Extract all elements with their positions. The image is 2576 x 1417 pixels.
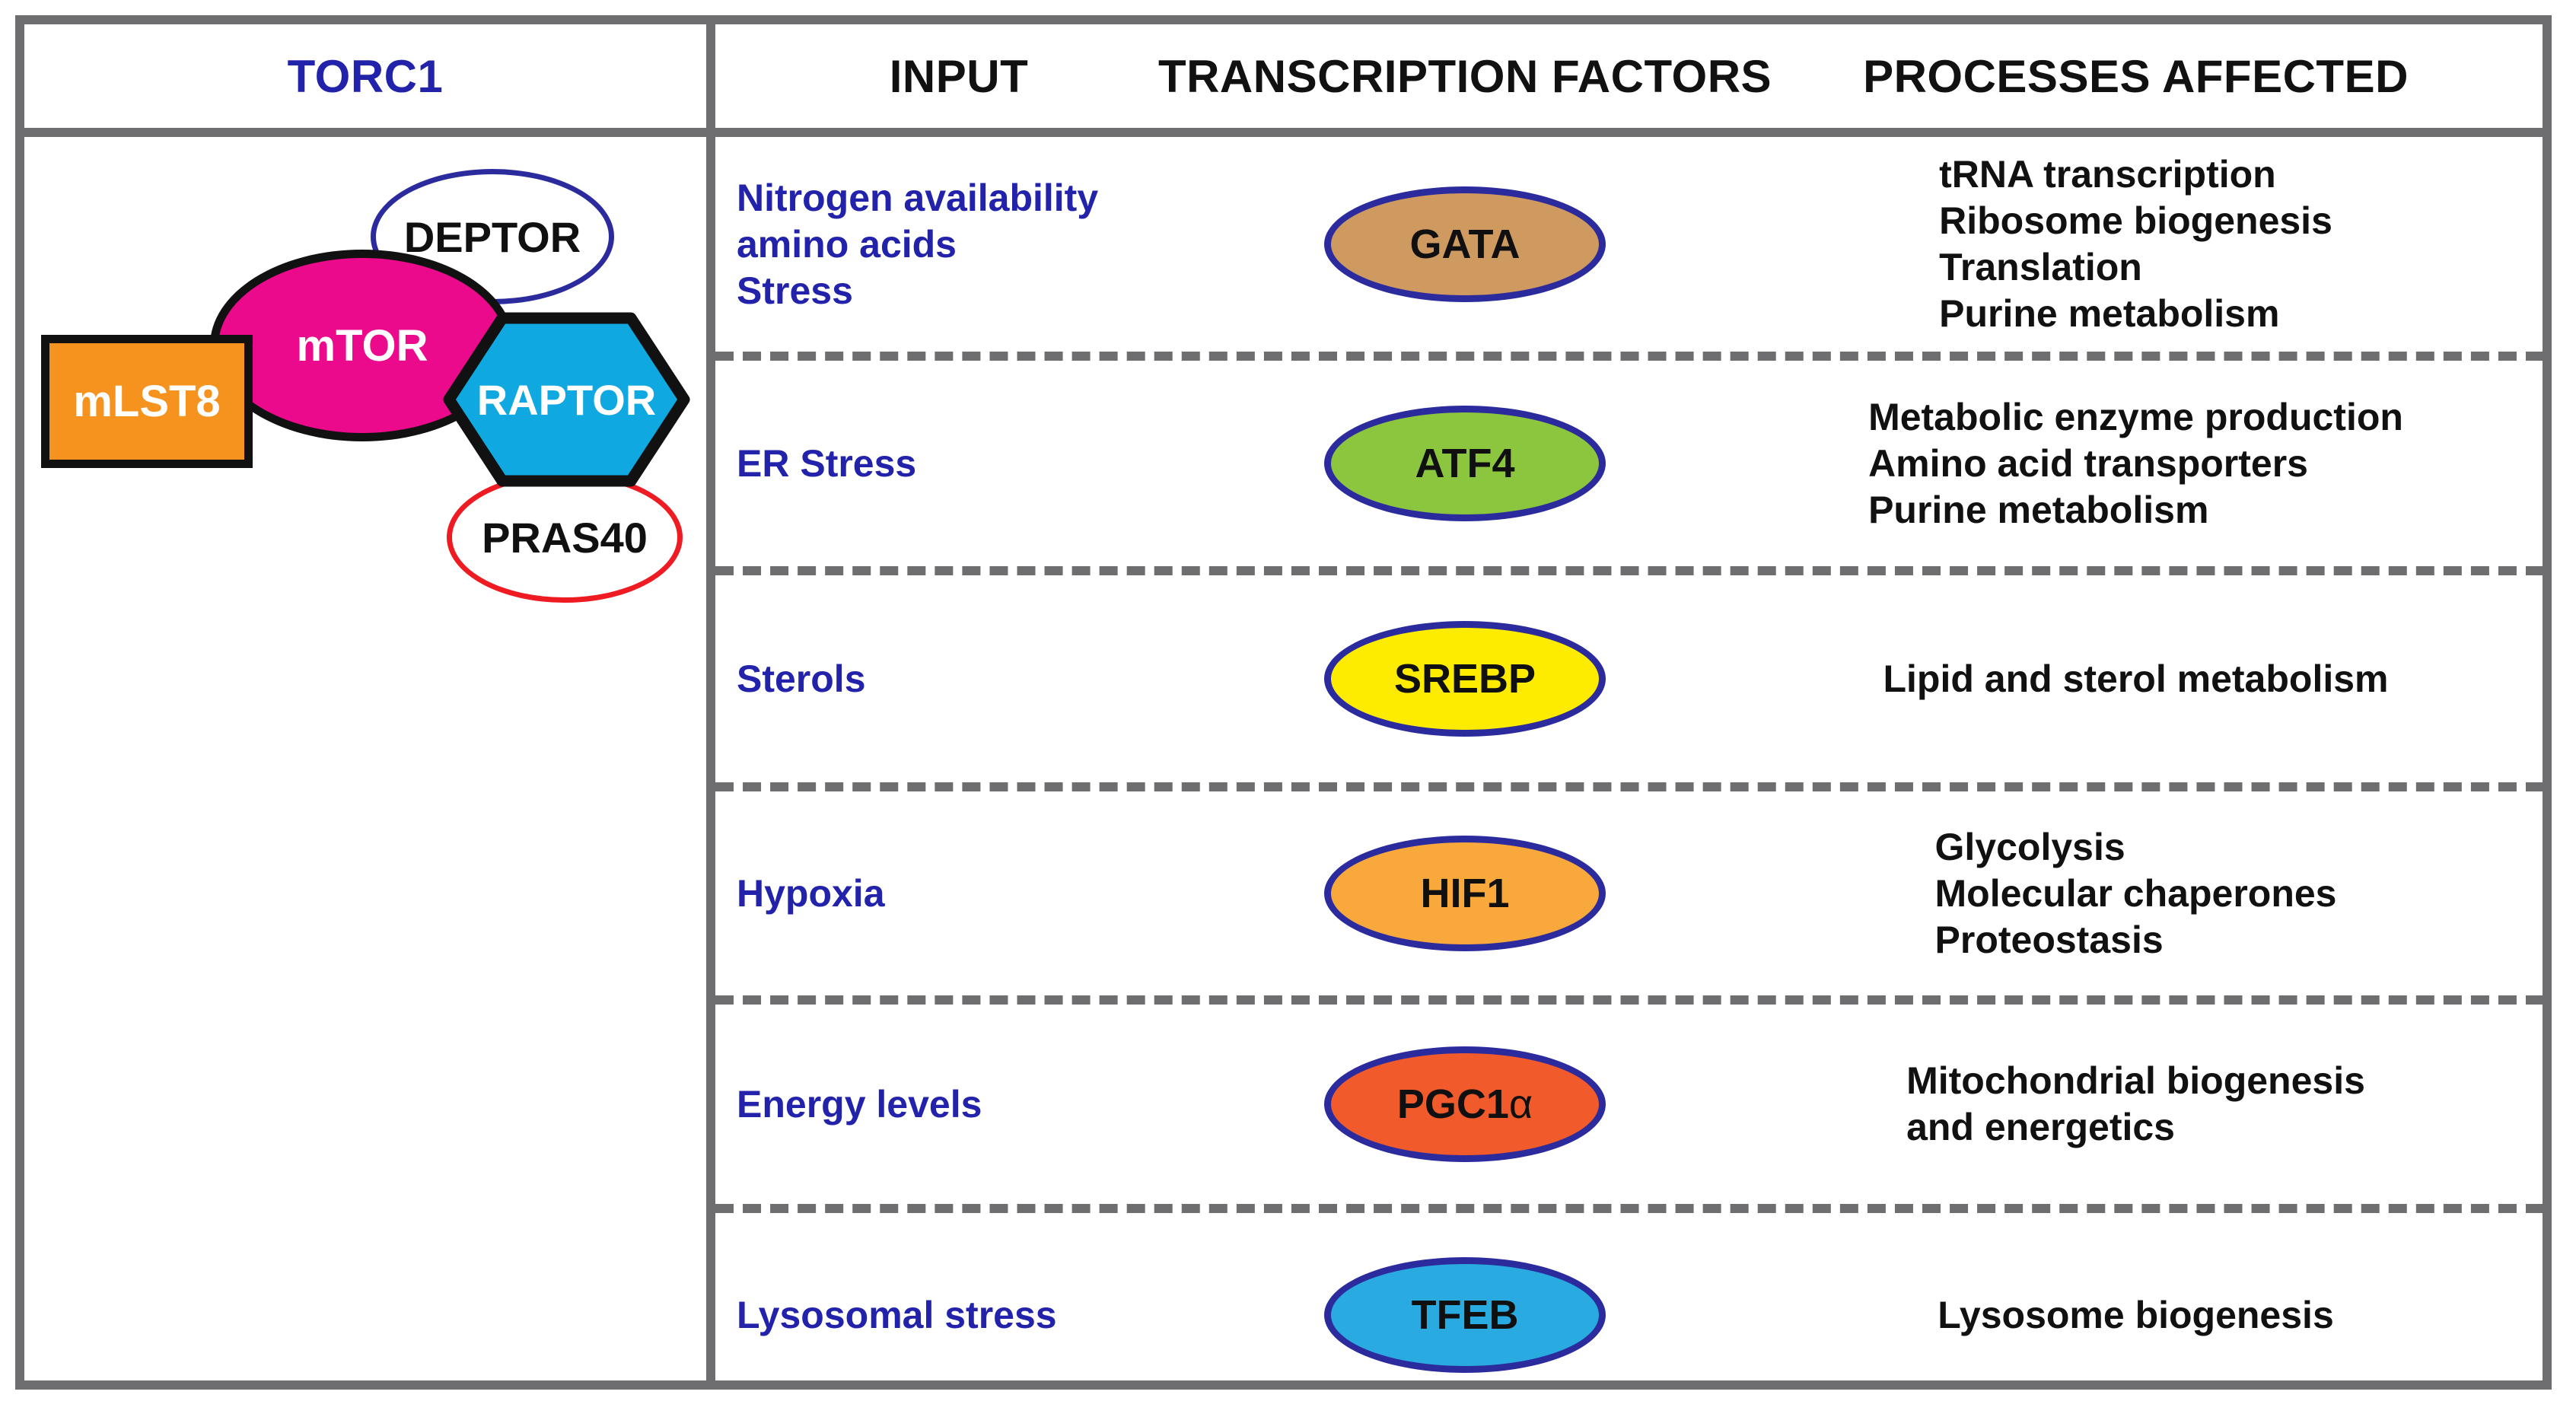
protein-node-mlst8: mLST8 bbox=[41, 335, 253, 468]
row-separator-dashed bbox=[715, 995, 2544, 1005]
transcription-factor-oval-gata: GATA bbox=[1324, 186, 1606, 302]
figure-table: TORC1 INPUT TRANSCRIPTION FACTORS PROCES… bbox=[15, 15, 2552, 1390]
column-header-input: INPUT bbox=[889, 50, 1029, 102]
torc1-column-divider bbox=[706, 24, 715, 1380]
protein-node-pras40: PRAS40 bbox=[447, 472, 683, 603]
table-row: ER Stress ATF4 Metabolic enzyme producti… bbox=[715, 361, 2544, 566]
row-input-label: Hypoxia bbox=[737, 871, 885, 915]
row-input-label: Energy levels bbox=[737, 1082, 982, 1126]
header-separator-line bbox=[24, 128, 2543, 137]
row-processes: Lysosome biogenesis bbox=[1727, 1292, 2544, 1339]
transcription-factor-oval-atf4: ATF4 bbox=[1324, 406, 1606, 521]
row-processes-text: Lysosome biogenesis bbox=[1938, 1293, 2334, 1336]
column-header-torc1: TORC1 bbox=[287, 50, 444, 102]
torc1-complex-diagram: DEPTOR mTOR mLST8 RAPTOR PRAS40 bbox=[24, 137, 706, 1380]
column-header-processes-affected: PROCESSES AFFECTED bbox=[1863, 50, 2409, 102]
pgc1-label: PGC1 bbox=[1396, 1081, 1509, 1127]
table-row: Sterols SREBP Lipid and sterol metabolis… bbox=[715, 575, 2544, 782]
protein-node-raptor: RAPTOR bbox=[443, 312, 690, 487]
row-separator-dashed bbox=[715, 1204, 2544, 1213]
row-transcription-factor: TFEB bbox=[1202, 1257, 1727, 1373]
row-input-label: Lysosomal stress bbox=[737, 1293, 1057, 1336]
greek-alpha-icon: α bbox=[1508, 1081, 1533, 1127]
row-processes: Lipid and sterol metabolism bbox=[1727, 656, 2544, 702]
table-row: Lysosomal stress TFEB Lysosome biogenesi… bbox=[715, 1213, 2544, 1417]
row-input-label: Sterols bbox=[737, 657, 866, 700]
row-separator-dashed bbox=[715, 566, 2544, 575]
row-transcription-factor: SREBP bbox=[1202, 621, 1727, 737]
transcription-factor-oval-tfeb: TFEB bbox=[1324, 1257, 1606, 1373]
transcription-factor-oval-srebp: SREBP bbox=[1324, 621, 1606, 737]
row-transcription-factor: ATF4 bbox=[1202, 406, 1727, 521]
column-header-transcription-factors: TRANSCRIPTION FACTORS bbox=[1157, 50, 1772, 102]
row-transcription-factor: GATA bbox=[1202, 186, 1727, 302]
hexagon-shape-icon bbox=[443, 312, 690, 487]
row-separator-dashed bbox=[715, 352, 2544, 361]
row-separator-dashed bbox=[715, 782, 2544, 791]
row-input-label: ER Stress bbox=[737, 441, 917, 485]
transcription-factor-oval-hif1: HIF1 bbox=[1324, 836, 1606, 951]
table-header-row: TORC1 INPUT TRANSCRIPTION FACTORS PROCES… bbox=[24, 24, 2543, 128]
protein-node-raptor-label: RAPTOR bbox=[476, 375, 657, 424]
row-transcription-factor: HIF1 bbox=[1202, 836, 1727, 951]
row-processes-text: Lipid and sterol metabolism bbox=[1883, 657, 2389, 700]
